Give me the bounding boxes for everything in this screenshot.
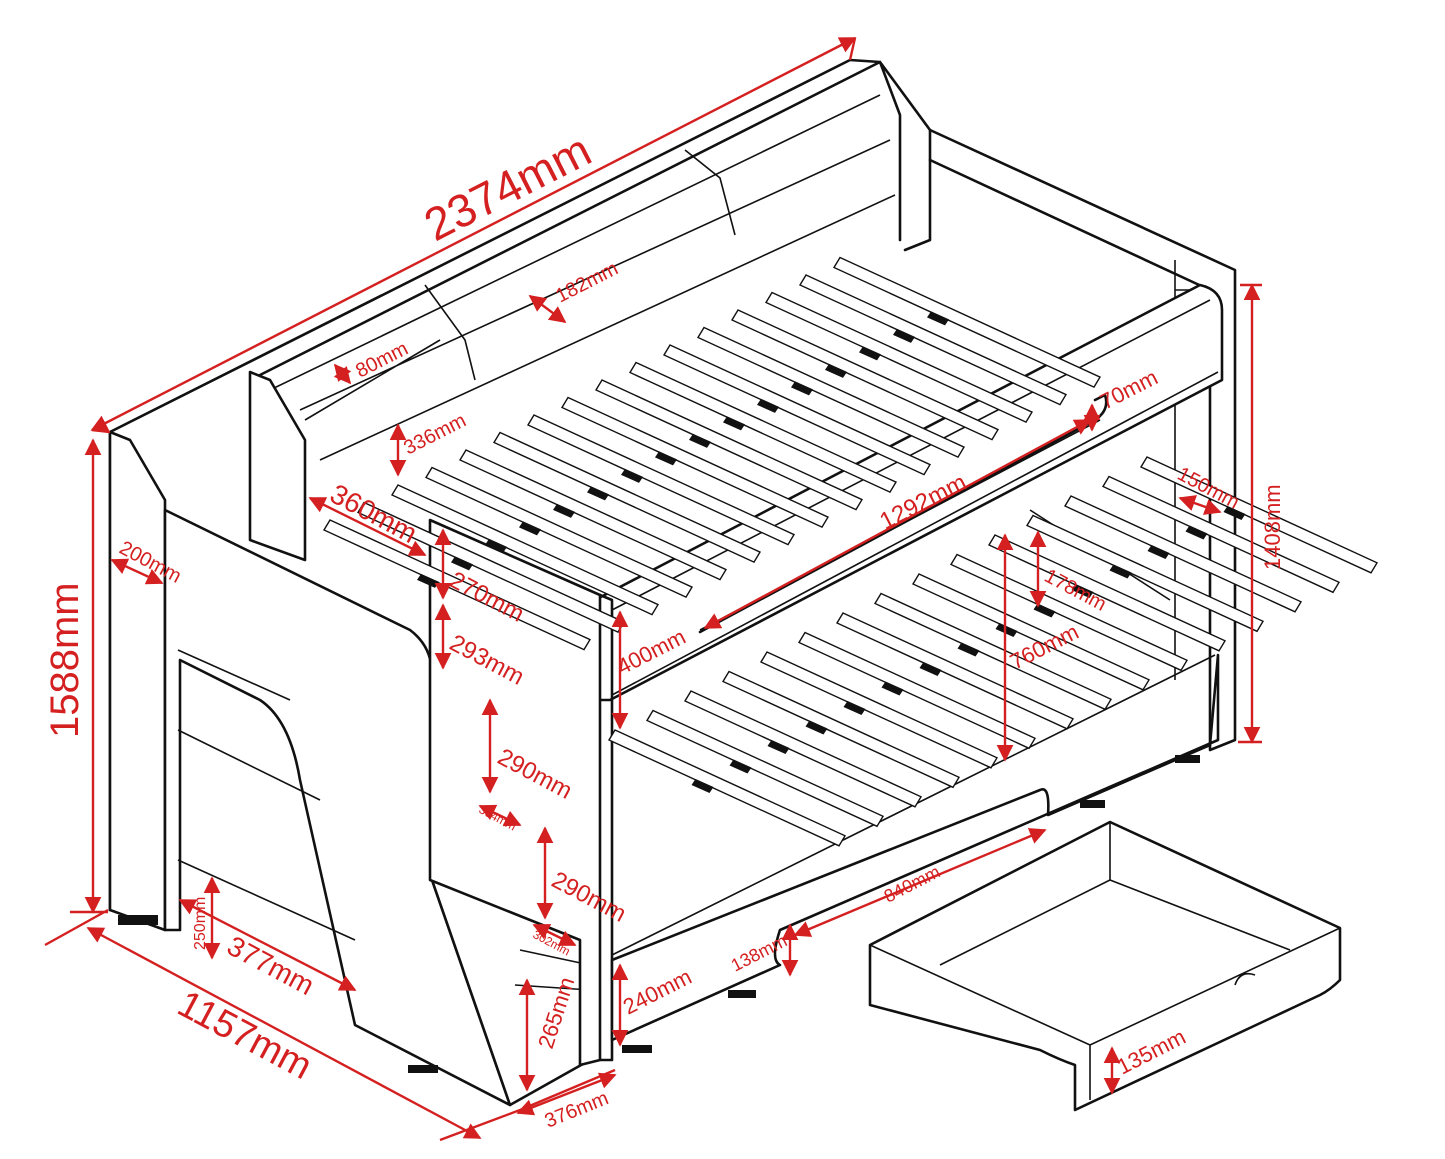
upper-slat-gap [621, 468, 643, 483]
dim-line-ladder-width [178, 898, 357, 992]
dim-line-overall-length [90, 36, 857, 432]
upper-slat-gap [451, 556, 473, 571]
dim-line-overall-width [86, 926, 482, 1140]
dim-line-step-base [516, 1072, 617, 1116]
dim-line-guard-opening [703, 418, 1092, 630]
upper-slat [560, 396, 830, 528]
lower-slat [721, 670, 961, 789]
label-overall-height: 1588mm [43, 582, 87, 738]
upper-slat [628, 361, 898, 493]
foot-1 [118, 915, 158, 925]
dim-line-drawer-length [793, 828, 1047, 937]
foot-2 [408, 1065, 438, 1073]
dim-line-shelf-depth [528, 294, 567, 324]
dimension-lines [44, 36, 1262, 1142]
foot-5 [1080, 800, 1105, 808]
upper-slat [730, 309, 1000, 441]
dim-line-step-depth-1 [478, 804, 522, 827]
dim-line-shelf-small [333, 363, 352, 385]
extension-lines [44, 37, 1262, 1142]
upper-slat-gap [655, 451, 677, 466]
foot-4 [728, 990, 756, 998]
upper-slat [424, 466, 694, 598]
lower-slat [759, 651, 999, 769]
lower-slat [645, 709, 885, 828]
front-post-edge [598, 593, 614, 1062]
foot-3 [622, 1045, 652, 1053]
upper-slat [526, 414, 796, 546]
drawer-inner [869, 822, 1341, 1100]
label-ladder-width: 377mm [222, 930, 319, 1001]
lower-slat-gap [1109, 564, 1132, 579]
lower-slat-gap [843, 701, 866, 716]
foot-6 [1175, 755, 1200, 763]
upper-slat-gap [859, 346, 881, 361]
lower-slat-gap [1147, 545, 1170, 560]
lower-slat-gap [1223, 506, 1246, 521]
label-side-height: 1408mm [1260, 484, 1285, 570]
dim-line-post-width [110, 558, 164, 585]
label-overall-width: 1157mm [171, 983, 319, 1088]
upper-slat [764, 291, 1034, 423]
lower-slat-gap [957, 642, 980, 657]
lower-slat-gap [919, 662, 942, 677]
upper-slat [662, 344, 932, 476]
label-shelf-depth: 182mm [552, 258, 621, 308]
upper-slat-gap [553, 503, 575, 518]
lower-slat-gap [729, 759, 752, 774]
lower-slat-gap [767, 740, 790, 755]
far-end-frame [928, 128, 1237, 752]
lower-slat-gap [1185, 525, 1208, 540]
upper-slat [594, 379, 864, 511]
label-step-base: 376mm [542, 1087, 612, 1132]
label-headboard-shelf: 336mm [400, 410, 469, 460]
lower-slat [797, 631, 1037, 750]
upper-slat [390, 484, 660, 616]
upper-slat [696, 326, 966, 458]
upper-slat-gap [417, 573, 439, 588]
lower-slat [1101, 475, 1341, 594]
dim-line-step-depth-2 [532, 923, 577, 947]
label-end-post: 150mm [1174, 463, 1243, 514]
upper-slat-gap [893, 328, 915, 343]
drawer-box [868, 820, 1342, 1112]
upper-slat-gap [927, 311, 949, 326]
label-ladder-gap: 250mm [192, 897, 209, 950]
upper-slat [832, 256, 1102, 388]
upper-slat-gap [587, 486, 609, 501]
upper-slat [492, 431, 762, 563]
lower-slat [683, 690, 923, 808]
dim-line-end-post [1178, 495, 1222, 515]
upper-slat [798, 274, 1068, 406]
ladder-end-post [108, 430, 167, 932]
dim-line-step-top [308, 496, 427, 557]
upper-slat-gap [519, 521, 541, 536]
lower-slat-gap [881, 681, 904, 696]
head-post [248, 370, 307, 562]
lower-slat-gap [691, 779, 714, 794]
lower-slat-gap [805, 720, 828, 735]
label-shelf-small: 80mm [352, 338, 412, 383]
upper-slat-gap [485, 538, 507, 553]
